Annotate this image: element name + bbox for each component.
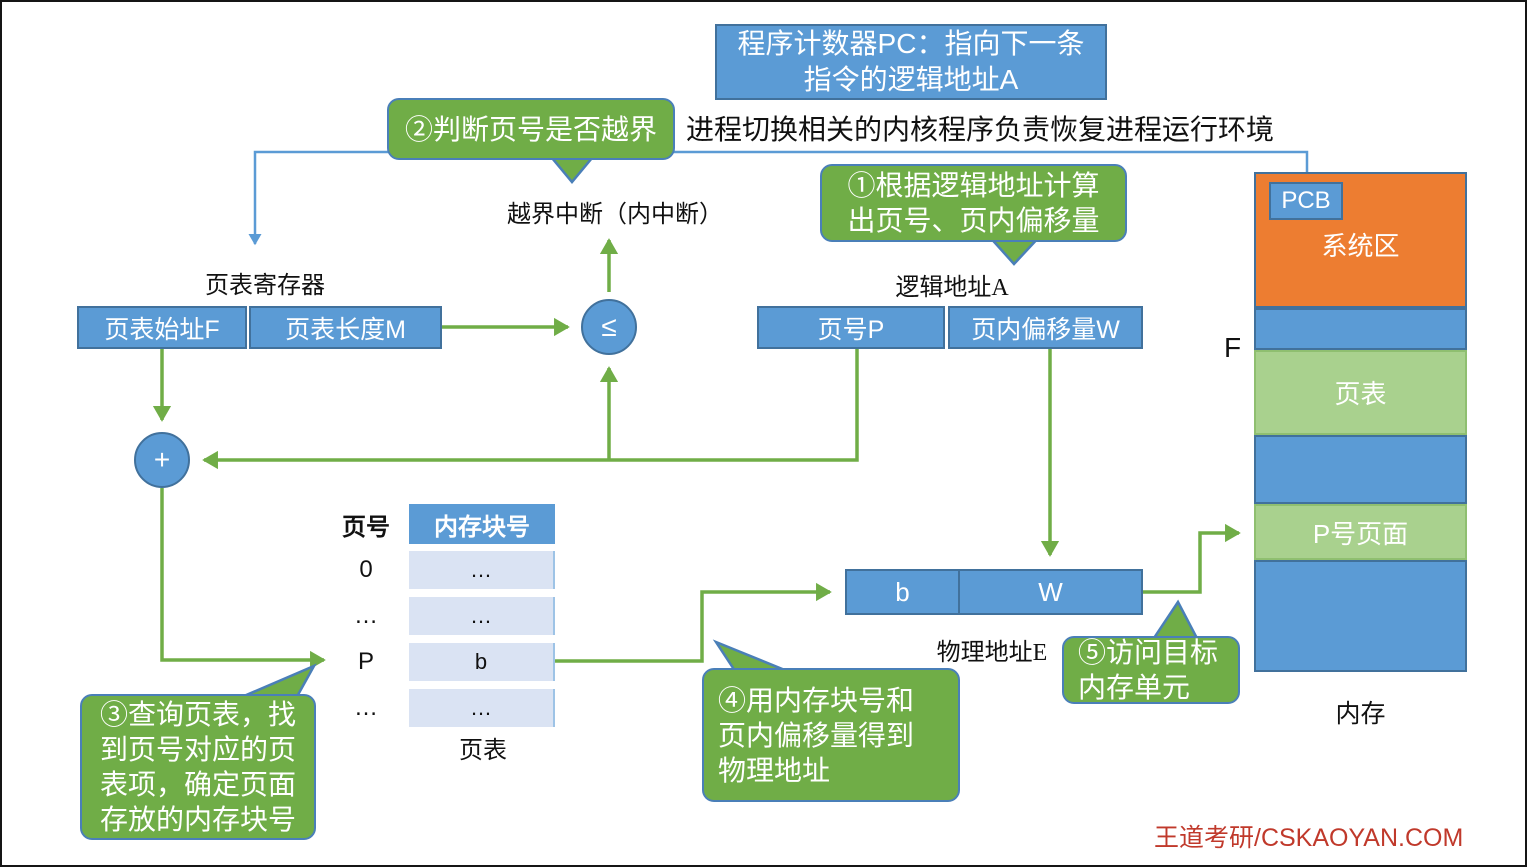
- callout-step5: ⑤访问目标 内存单元: [1062, 636, 1240, 704]
- page-number-row-1: …: [354, 602, 378, 629]
- arrow-physical-to-memory-page: [1143, 523, 1241, 594]
- callout-step5-line2: 内存单元: [1078, 672, 1191, 703]
- callout-step3-line2: 到页号对应的页: [99, 734, 296, 765]
- pc-box-line1: 程序计数器PC：指向下一条: [737, 28, 1085, 59]
- page-number-row-0: 0: [359, 556, 373, 583]
- page-table-caption: 页表: [459, 738, 507, 764]
- memory-block-3: [1254, 560, 1467, 672]
- callout-step1-line1: ①根据逻辑地址计算: [847, 170, 1100, 201]
- block-number-column-header: 内存块号: [409, 504, 555, 544]
- callout-step4-line1: ④用内存块号和: [718, 684, 915, 716]
- memory-system-area-block: 系统区: [1254, 172, 1467, 308]
- memory-caption: 内存: [1335, 701, 1386, 728]
- physical-address-offset-field: W: [958, 569, 1143, 615]
- page-table-register-title: 页表寄存器: [205, 273, 325, 299]
- callout-step3-line4: 存放的内存块号: [99, 804, 296, 835]
- watermark: 王道考研/CSKAOYAN.COM: [1154, 824, 1464, 852]
- pc-box-line2: 指令的逻辑地址A: [803, 64, 1019, 95]
- callout-step4-line2: 页内偏移量得到: [718, 719, 915, 751]
- callout-step3-line1: ③查询页表，找: [99, 699, 296, 730]
- memory-block-2: [1254, 435, 1467, 504]
- block-number-row-1: …: [409, 597, 555, 635]
- callout-step5-line1: ⑤访问目标: [1078, 637, 1219, 668]
- page-number-column-header: 页号: [342, 514, 390, 541]
- register-start-field: 页表始址F: [77, 306, 247, 349]
- page-number-row-3: …: [354, 694, 378, 721]
- register-length-field: 页表长度M: [249, 306, 442, 349]
- memory-block-1: [1254, 308, 1467, 350]
- arrow-block-to-physical: [555, 582, 832, 663]
- callout-step1: ①根据逻辑地址计算 出页号、页内偏移量: [820, 164, 1127, 242]
- system-area-label: 系统区: [1321, 231, 1400, 261]
- callout-step3: ③查询页表，找 到页号对应的页 表项，确定页面 存放的内存块号: [80, 694, 316, 840]
- adder-circle: +: [134, 432, 190, 488]
- callout-step3-line3: 表项，确定页面: [99, 769, 296, 800]
- kernel-restore-note: 进程切换相关的内核程序负责恢复进程运行环境: [686, 115, 1275, 146]
- comparator-circle: ≤: [581, 299, 637, 355]
- block-number-row-0: …: [409, 551, 555, 589]
- pcb-box: PCB: [1269, 182, 1343, 220]
- logical-address-title: 逻辑地址A: [895, 275, 1009, 301]
- page-number-row-2: P: [357, 648, 374, 675]
- arrow-pageno-to-adder: [202, 349, 859, 470]
- interrupt-label: 越界中断（内中断）: [507, 202, 723, 228]
- memory-page-table-block: 页表: [1254, 350, 1467, 435]
- callout-step4: ④用内存块号和 页内偏移量得到 物理地址: [702, 668, 960, 802]
- program-counter-box: 程序计数器PC：指向下一条 指令的逻辑地址A: [715, 24, 1107, 100]
- physical-address-block-field: b: [845, 569, 960, 615]
- block-number-row-3: …: [409, 689, 555, 727]
- physical-address-title: 物理地址E: [936, 640, 1048, 666]
- arrow-pcb-to-page-table-register: [248, 150, 1309, 246]
- callout-step2-line1: ②判断页号是否越界: [404, 113, 657, 145]
- block-number-row-2: b: [409, 643, 555, 681]
- memory-page-p-block: P号页面: [1254, 504, 1467, 560]
- callout-step2: ②判断页号是否越界: [387, 98, 675, 160]
- arrow-adder-to-page-table-row: [160, 488, 326, 670]
- callout-step4-line3: 物理地址: [718, 754, 831, 786]
- callout-step1-line2: 出页号、页内偏移量: [847, 205, 1100, 236]
- f-address-label: F: [1224, 332, 1242, 363]
- logical-address-page-field: 页号P: [757, 306, 945, 349]
- logical-address-offset-field: 页内偏移量W: [948, 306, 1143, 349]
